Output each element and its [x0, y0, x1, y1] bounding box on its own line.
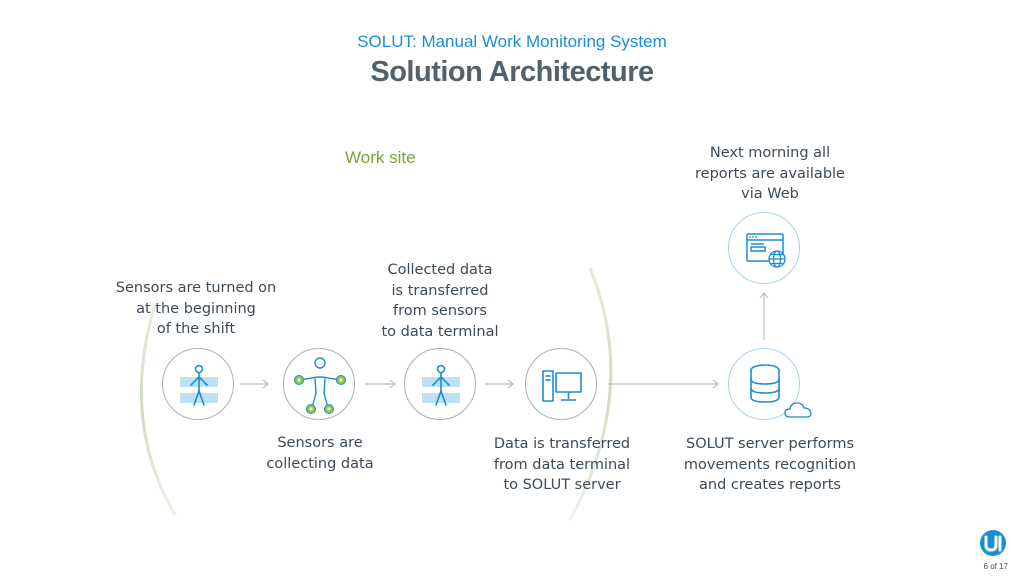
caption-transfer-terminal: Collected data is transferred from senso…: [360, 260, 520, 342]
presentation-subtitle: SOLUT: Manual Work Monitoring System: [357, 32, 667, 51]
web-browser-globe-icon: [746, 233, 786, 268]
node-solut-server: [728, 348, 800, 420]
arrow-4: [608, 379, 719, 389]
data-terminal-icon: [542, 370, 582, 402]
node-transfer-terminal: [404, 348, 476, 420]
arrow-5: [759, 292, 769, 340]
cloud-icon: [784, 402, 812, 418]
caption-line: Sensors are: [277, 435, 363, 451]
caption-line: from sensors: [393, 303, 487, 319]
work-site-label: Work site: [345, 148, 416, 167]
caption-sensors-on: Sensors are turned on at the beginning o…: [106, 278, 286, 340]
caption-line: SOLUT server performs: [685, 436, 854, 452]
arrow-2: [365, 379, 396, 389]
worker-transfer-icon: [422, 364, 460, 406]
caption-server: SOLUT server performs movements recognit…: [674, 434, 866, 496]
caption-line: at the beginning: [136, 300, 256, 317]
caption-line: Sensors are turned on: [115, 280, 277, 296]
caption-line: and creates reports: [699, 477, 841, 493]
page-number: 6 of 17: [983, 562, 1008, 571]
node-sensors-on: [162, 348, 234, 420]
node-web-reports: [728, 212, 800, 284]
caption-line: movements recognition: [683, 456, 857, 473]
slide-title: Solution Architecture: [370, 56, 654, 88]
caption-collecting: Sensors are collecting data: [240, 433, 400, 474]
caption-line: is transferred: [391, 282, 489, 299]
caption-line: from data terminal: [493, 456, 631, 473]
caption-line: Next morning all: [709, 145, 831, 161]
caption-line: collecting data: [266, 455, 374, 472]
company-logo: [980, 530, 1006, 556]
caption-line: of the shift: [156, 321, 236, 337]
caption-transfer-server: Data is transferred from data terminal t…: [476, 434, 648, 496]
caption-line: Data is transferred: [493, 436, 631, 452]
caption-line: reports are available: [695, 165, 845, 182]
caption-reports: Next morning all reports are available v…: [674, 143, 866, 205]
caption-line: via Web: [741, 186, 799, 202]
worker-sensor-icon: [180, 364, 218, 406]
database-cloud-icon: [750, 364, 780, 403]
node-collecting: [283, 348, 355, 420]
arrow-3: [485, 379, 514, 389]
caption-line: to SOLUT server: [503, 477, 621, 493]
arrow-1: [240, 379, 269, 389]
body-sensors-icon: [294, 357, 346, 414]
node-data-terminal: [525, 348, 597, 420]
caption-line: Collected data: [387, 262, 493, 278]
caption-line: to data terminal: [381, 323, 499, 340]
